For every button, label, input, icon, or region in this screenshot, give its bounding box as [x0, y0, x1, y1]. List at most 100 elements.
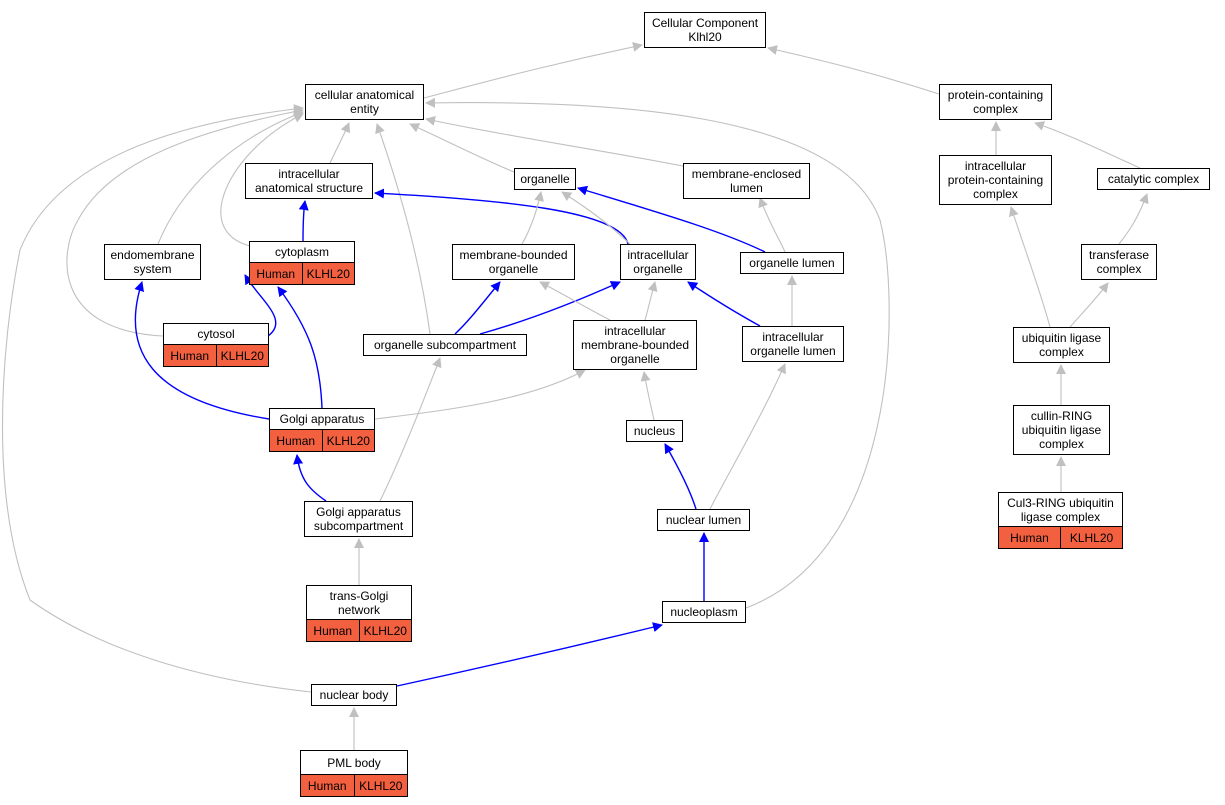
go-term-label: PML body: [327, 755, 381, 770]
go-term-label: intracellular protein-containing complex: [947, 159, 1044, 201]
annotation-gene: KLHL20: [353, 775, 408, 796]
go-term-label: trans-Golgi network: [329, 588, 389, 617]
go-term-node-mel[interactable]: membrane-enclosed lumen: [683, 163, 810, 199]
edge-golgi-to-imbo: [374, 369, 586, 420]
annotation-species: Human: [256, 266, 296, 281]
edge-iol-to-io: [687, 281, 761, 327]
go-term-label: intracellular organelle lumen: [750, 330, 836, 358]
go-term-node-tc[interactable]: transferase complex: [1081, 244, 1157, 280]
edge-nb-to-cae: [2, 104, 312, 693]
annotation-gene: KLHL20: [358, 620, 412, 641]
annotation-gene: KLHL20: [301, 263, 355, 284]
go-term-label: membrane-enclosed lumen: [691, 167, 802, 195]
edge-imbo-to-mbo: [539, 281, 611, 321]
edge-nb-to-np: [396, 622, 663, 687]
edge-cyto-to-ias: [298, 200, 309, 242]
go-term-label: cullin-RING ubiquitin ligase complex: [1021, 409, 1102, 451]
go-term-node-catc[interactable]: catalytic complex: [1097, 168, 1210, 190]
edge-cae-to-root: [423, 41, 643, 99]
edge-gsub-to-osub: [379, 357, 442, 502]
annotation-species: Human: [170, 348, 210, 363]
annotation-row: Human KLHL20: [307, 619, 411, 641]
edge-nucleus-to-imbo: [640, 371, 655, 421]
go-term-label: nucleus: [633, 424, 676, 438]
go-term-label: cytosol: [197, 327, 235, 341]
go-term-label: intracellular organelle: [627, 248, 689, 276]
go-term-label: cytoplasm: [274, 245, 330, 259]
edge-io-to-organelle: [561, 191, 631, 245]
go-term-label: ubiquitin ligase complex: [1021, 331, 1102, 359]
go-term-node-osub[interactable]: organelle subcompartment: [363, 334, 527, 356]
edge-osub-to-mbo: [454, 281, 501, 335]
edge-nl-to-iol: [709, 363, 786, 510]
edge-ulc-to-ipcc: [1009, 206, 1051, 328]
edge-np-to-cae: [425, 97, 890, 609]
go-term-label: nuclear body: [319, 688, 389, 702]
edge-pcc-to-root: [767, 45, 940, 95]
edge-mbo-to-organelle: [521, 191, 544, 245]
go-term-node-pcc[interactable]: protein-containing complex: [939, 84, 1052, 120]
edge-catc-to-pcc: [1034, 121, 1141, 169]
go-term-label: transferase complex: [1088, 248, 1150, 276]
go-term-label: cellular anatomical entity: [314, 88, 415, 116]
go-term-label: nuclear lumen: [665, 513, 742, 527]
edge-cyto-to-cae: [220, 113, 304, 247]
edge-golgi-to-endo: [134, 281, 270, 420]
go-term-node-ipcc[interactable]: intracellular protein-containing complex: [939, 155, 1052, 205]
go-term-node-mbo[interactable]: membrane-bounded organelle: [452, 244, 575, 280]
annotation-species: Human: [313, 623, 353, 638]
go-term-label: organelle subcompartment: [373, 338, 517, 352]
go-term-node-io[interactable]: intracellular organelle: [620, 244, 696, 280]
edge-golgi-to-cyto: [277, 286, 323, 409]
go-term-node-ias[interactable]: intracellular anatomical structure: [245, 163, 373, 199]
go-term-node-cae[interactable]: cellular anatomical entity: [305, 84, 424, 120]
go-term-node-crul[interactable]: cullin-RING ubiquitin ligase complex: [1013, 405, 1110, 455]
go-term-node-nb[interactable]: nuclear body: [311, 684, 397, 706]
edge-nl-to-nucleus: [664, 443, 697, 510]
go-term-label: Cul3-RING ubiquitin ligase complex: [1007, 495, 1114, 524]
go-term-label: Cellular Component Klhl20: [651, 16, 759, 44]
go-term-node-ulc[interactable]: ubiquitin ligase complex: [1013, 327, 1110, 363]
edge-organelle-to-cae: [409, 123, 515, 173]
go-term-node-iol[interactable]: intracellular organelle lumen: [742, 326, 844, 362]
go-term-node-nl[interactable]: nuclear lumen: [657, 509, 750, 531]
go-term-node-imbo[interactable]: intracellular membrane-bounded organelle: [573, 320, 697, 370]
go-term-node-gsub[interactable]: Golgi apparatus subcompartment: [304, 501, 413, 537]
go-term-node-endo[interactable]: endomembrane system: [104, 244, 201, 280]
annotation-species: Human: [1010, 530, 1049, 545]
go-term-label: organelle lumen: [749, 256, 835, 270]
go-term-label: intracellular membrane-bounded organelle: [580, 324, 690, 366]
annotation-gene: KLHL20: [1060, 527, 1122, 548]
go-term-node-ol[interactable]: organelle lumen: [740, 252, 844, 274]
go-term-label: catalytic complex: [1107, 172, 1200, 186]
go-term-node-root[interactable]: Cellular Component Klhl20: [644, 12, 766, 48]
edge-ulc-to-tc: [1069, 282, 1109, 328]
go-term-node-nucleus[interactable]: nucleus: [626, 420, 683, 442]
edge-tc-to-catc: [1118, 193, 1149, 245]
edge-ias-to-cae: [329, 122, 351, 164]
edge-gsub-to-golgi: [293, 454, 327, 502]
go-term-node-np[interactable]: nucleoplasm: [662, 601, 746, 623]
go-term-label: Golgi apparatus: [279, 412, 365, 426]
edge-osub-to-io: [479, 281, 621, 335]
go-term-label: intracellular anatomical structure: [254, 167, 364, 195]
edge-osub-to-cae: [375, 123, 431, 335]
edge-endo-to-cae: [157, 110, 304, 245]
annotation-species: Human: [276, 433, 316, 448]
edge-ol-to-mel: [758, 197, 786, 253]
edge-io-to-ias: [374, 188, 629, 245]
go-term-label: nucleoplasm: [670, 605, 738, 619]
go-term-label: protein-containing complex: [947, 88, 1044, 116]
go-term-node-organelle[interactable]: organelle: [514, 168, 576, 190]
go-term-label: membrane-bounded organelle: [459, 248, 568, 276]
